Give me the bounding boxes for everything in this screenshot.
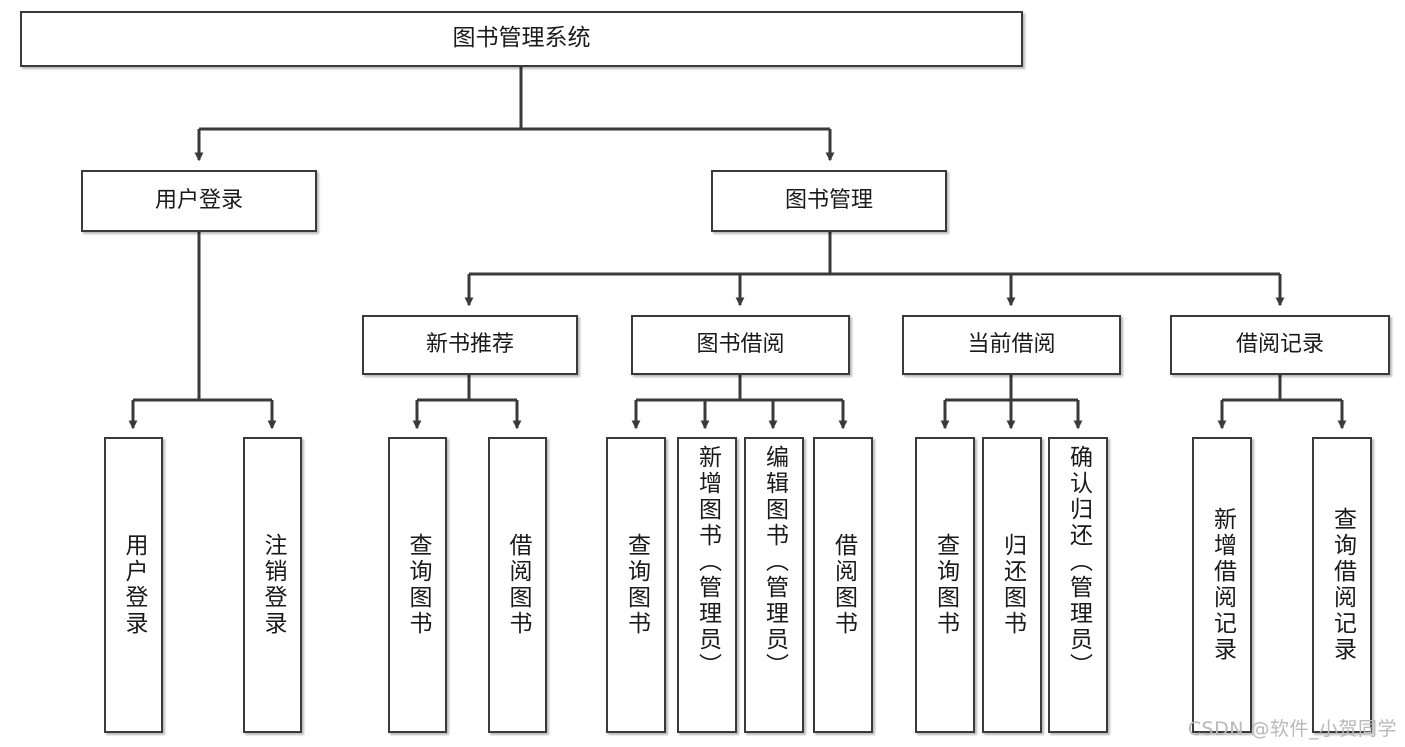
node-leaf-query-book-2[interactable]: 查询图书 — [606, 437, 666, 733]
node-leaf-user-logout-label: 注销登录 — [260, 533, 286, 637]
node-current-borrow-label: 当前借阅 — [967, 332, 1056, 358]
node-leaf-query-book-3[interactable]: 查询图书 — [915, 437, 975, 733]
node-leaf-borrow-book-2-label: 借阅图书 — [830, 533, 857, 637]
node-leaf-query-book-1[interactable]: 查询图书 — [388, 437, 447, 733]
node-leaf-add-record[interactable]: 新增借阅记录 — [1192, 437, 1252, 733]
node-leaf-confirm-return-label: 确认归还（管理员） — [1065, 445, 1092, 679]
node-leaf-confirm-return[interactable]: 确认归还（管理员） — [1048, 437, 1108, 733]
node-leaf-query-book-2-label: 查询图书 — [623, 533, 650, 637]
node-leaf-add-book-label: 新增图书（管理员） — [694, 445, 721, 679]
node-borrow-record-label: 借阅记录 — [1235, 332, 1324, 358]
node-user-login-label: 用户登录 — [154, 188, 243, 214]
node-leaf-user-login[interactable]: 用户登录 — [104, 437, 163, 733]
node-leaf-query-book-3-label: 查询图书 — [932, 533, 959, 637]
node-leaf-edit-book[interactable]: 编辑图书（管理员） — [744, 437, 804, 733]
node-leaf-add-record-label: 新增借阅记录 — [1209, 507, 1236, 663]
node-leaf-query-book-1-label: 查询图书 — [405, 533, 431, 637]
node-leaf-borrow-book-2[interactable]: 借阅图书 — [813, 437, 873, 733]
node-leaf-add-book[interactable]: 新增图书（管理员） — [677, 437, 737, 733]
csdn-watermark: CSDN @软件_小贺同学 — [1187, 718, 1397, 740]
node-leaf-query-record[interactable]: 查询借阅记录 — [1312, 437, 1372, 733]
node-current-borrow[interactable]: 当前借阅 — [902, 315, 1121, 375]
node-root[interactable]: 图书管理系统 — [20, 11, 1023, 67]
node-leaf-borrow-book-1[interactable]: 借阅图书 — [488, 437, 547, 733]
node-root-label: 图书管理系统 — [452, 25, 591, 52]
node-leaf-return-book-label: 归还图书 — [999, 533, 1026, 637]
node-leaf-return-book[interactable]: 归还图书 — [982, 437, 1042, 733]
node-book-borrow-label: 图书借阅 — [696, 332, 785, 358]
node-leaf-user-login-label: 用户登录 — [121, 533, 147, 637]
node-book-manage-label: 图书管理 — [784, 188, 873, 214]
node-leaf-user-logout[interactable]: 注销登录 — [243, 437, 302, 733]
node-leaf-query-record-label: 查询借阅记录 — [1329, 507, 1356, 663]
node-new-book-recommend-label: 新书推荐 — [425, 332, 514, 358]
node-leaf-edit-book-label: 编辑图书（管理员） — [761, 445, 788, 679]
node-new-book-recommend[interactable]: 新书推荐 — [362, 315, 578, 375]
node-book-borrow[interactable]: 图书借阅 — [631, 315, 850, 375]
node-leaf-borrow-book-1-label: 借阅图书 — [505, 533, 531, 637]
node-borrow-record[interactable]: 借阅记录 — [1170, 315, 1390, 375]
node-book-manage[interactable]: 图书管理 — [711, 170, 947, 232]
node-user-login[interactable]: 用户登录 — [81, 170, 317, 232]
